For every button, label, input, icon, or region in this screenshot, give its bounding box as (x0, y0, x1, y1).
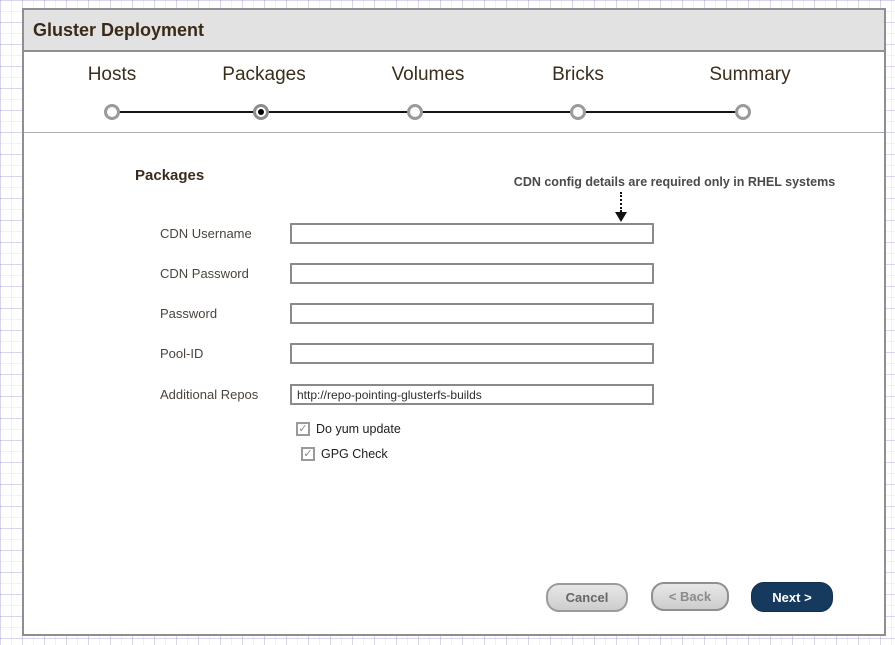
cdn-password-label: CDN Password (160, 266, 249, 281)
back-button[interactable]: < Back (651, 582, 729, 611)
additional-repos-input[interactable] (290, 384, 654, 405)
gpg-check-checkbox[interactable]: ✓ (301, 447, 315, 461)
step-label-bricks: Bricks (552, 64, 604, 85)
window-title: Gluster Deployment (33, 20, 205, 40)
step-label-packages: Packages (222, 64, 306, 85)
additional-repos-label: Additional Repos (160, 387, 259, 402)
do-yum-update-label: Do yum update (316, 422, 401, 436)
down-arrow-icon (620, 192, 622, 212)
stepper-separator (24, 132, 884, 133)
step-dot-volumes (407, 104, 423, 120)
step-dot-packages (253, 104, 269, 120)
next-button[interactable]: Next > (751, 582, 833, 612)
window-titlebar: Gluster Deployment (24, 10, 884, 52)
cdn-note-text: CDN config details are required only in … (513, 175, 836, 189)
step-dot-summary (735, 104, 751, 120)
gpg-check-label: GPG Check (321, 447, 388, 461)
password-input[interactable] (290, 303, 654, 324)
password-label: Password (160, 306, 218, 321)
cdn-username-label: CDN Username (160, 226, 252, 241)
down-arrow-head-icon (615, 212, 627, 222)
step-dot-hosts (104, 104, 120, 120)
step-dot-bricks (570, 104, 586, 120)
stepper-connector-line (112, 111, 743, 113)
cdn-password-input[interactable] (290, 263, 654, 284)
step-label-hosts: Hosts (87, 64, 137, 85)
cancel-button[interactable]: Cancel (546, 583, 628, 612)
pool-id-label: Pool-ID (160, 346, 204, 361)
check-icon: ✓ (303, 448, 313, 460)
step-label-volumes: Volumes (391, 64, 465, 85)
pool-id-input[interactable] (290, 343, 654, 364)
do-yum-update-checkbox[interactable]: ✓ (296, 422, 310, 436)
section-heading: Packages (135, 167, 205, 184)
wizard-window: Gluster Deployment Hosts Packages Volume… (22, 8, 886, 636)
check-icon: ✓ (298, 423, 308, 435)
cdn-username-input[interactable] (290, 223, 654, 244)
step-label-summary: Summary (709, 64, 791, 85)
